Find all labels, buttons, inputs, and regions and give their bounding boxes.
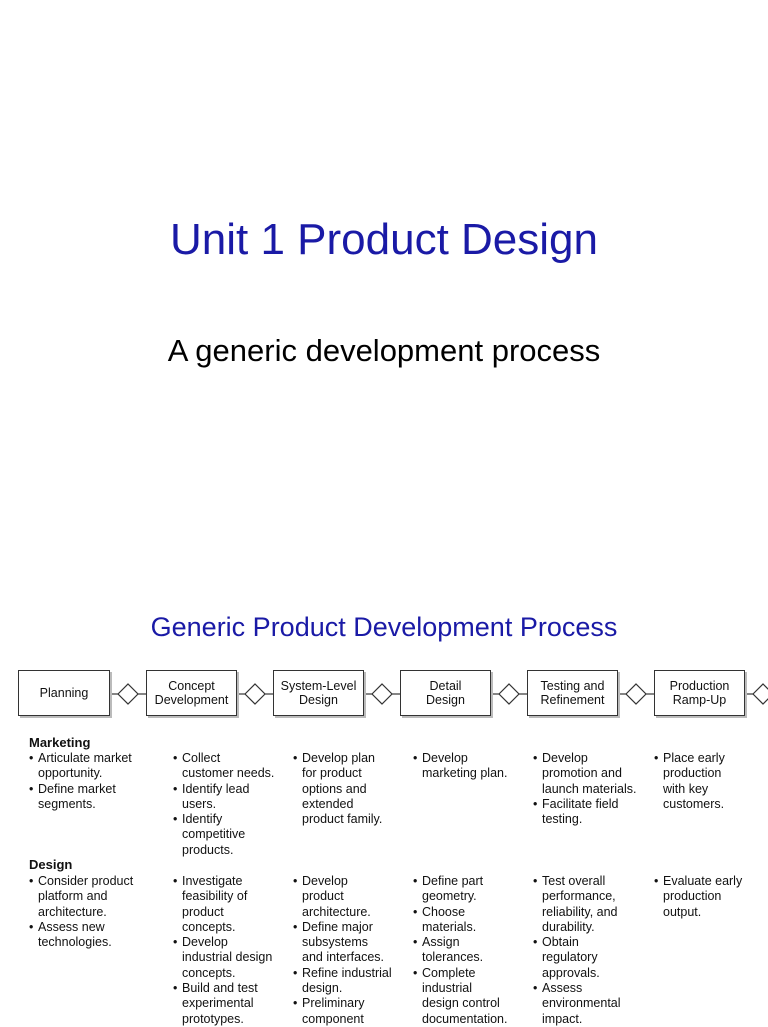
- task-item: Consider product platform and architectu…: [29, 874, 149, 920]
- task-item: Assess environmental impact.: [533, 981, 653, 1027]
- task-item: Preliminary component: [293, 996, 413, 1027]
- phase-testing-refinement: Testing and Refinement: [527, 670, 618, 716]
- task-item: Define part geometry.: [413, 874, 533, 905]
- task-item: Investigate feasibility of product conce…: [173, 874, 293, 935]
- task-item: Assess new technologies.: [29, 920, 149, 951]
- phase-detail-design: Detail Design: [400, 670, 491, 716]
- task-item: Refine industrial design.: [293, 966, 413, 997]
- task-item: Collect customer needs.: [173, 751, 293, 782]
- design-concept-tasks: Investigate feasibility of product conce…: [173, 874, 293, 1027]
- task-item: Develop product architecture.: [293, 874, 413, 920]
- marketing-testing-tasks: Develop promotion and launch materials. …: [533, 751, 653, 827]
- marketing-rampup-tasks: Place early production with key customer…: [654, 751, 766, 812]
- task-item: Build and test experimental prototypes.: [173, 981, 293, 1027]
- task-item: Identify competitive products.: [173, 812, 293, 858]
- phase-planning: Planning: [18, 670, 110, 716]
- marketing-detail-tasks: Develop marketing plan.: [413, 751, 533, 782]
- section-label-design: Design: [29, 857, 73, 872]
- task-item: Evaluate early production output.: [654, 874, 766, 920]
- phase-production-ramp-up: Production Ramp-Up: [654, 670, 745, 716]
- design-system-tasks: Develop product architecture. Define maj…: [293, 874, 413, 1027]
- design-rampup-tasks: Evaluate early production output.: [654, 874, 766, 920]
- task-item: Assign tolerances.: [413, 935, 533, 966]
- marketing-system-tasks: Develop plan for product options and ext…: [293, 751, 413, 827]
- task-item: Place early production with key customer…: [654, 751, 766, 812]
- marketing-concept-tasks: Collect customer needs. Identify lead us…: [173, 751, 293, 858]
- task-item: Complete industrial design control docum…: [413, 966, 533, 1027]
- task-item: Develop plan for product options and ext…: [293, 751, 413, 827]
- task-item: Obtain regulatory approvals.: [533, 935, 653, 981]
- task-item: Articulate market opportunity.: [29, 751, 149, 782]
- slide-subtitle: A generic development process: [167, 333, 601, 368]
- flow-connectors: [110, 683, 768, 705]
- phase-concept-development: Concept Development: [146, 670, 237, 716]
- task-item: Choose materials.: [413, 905, 533, 936]
- task-item: Develop industrial design concepts.: [173, 935, 293, 981]
- task-item: Develop promotion and launch materials.: [533, 751, 653, 797]
- design-detail-tasks: Define part geometry. Choose materials. …: [413, 874, 533, 1027]
- task-item: Identify lead users.: [173, 782, 293, 813]
- slide-title: Unit 1 Product Design: [170, 215, 598, 264]
- figure-title: Generic Product Development Process: [150, 612, 618, 642]
- process-flow: Planning Concept Development System-Leve…: [0, 660, 768, 730]
- design-planning-tasks: Consider product platform and architectu…: [29, 874, 149, 950]
- task-item: Facilitate field testing.: [533, 797, 653, 828]
- task-item: Develop marketing plan.: [413, 751, 533, 782]
- task-item: Define major subsystems and interfaces.: [293, 920, 413, 966]
- task-item: Test overall performance, reliability, a…: [533, 874, 653, 935]
- design-testing-tasks: Test overall performance, reliability, a…: [533, 874, 653, 1027]
- marketing-planning-tasks: Articulate market opportunity. Define ma…: [29, 751, 149, 812]
- phase-system-level-design: System-Level Design: [273, 670, 364, 716]
- task-item: Define market segments.: [29, 782, 149, 813]
- section-label-marketing: Marketing: [29, 735, 91, 750]
